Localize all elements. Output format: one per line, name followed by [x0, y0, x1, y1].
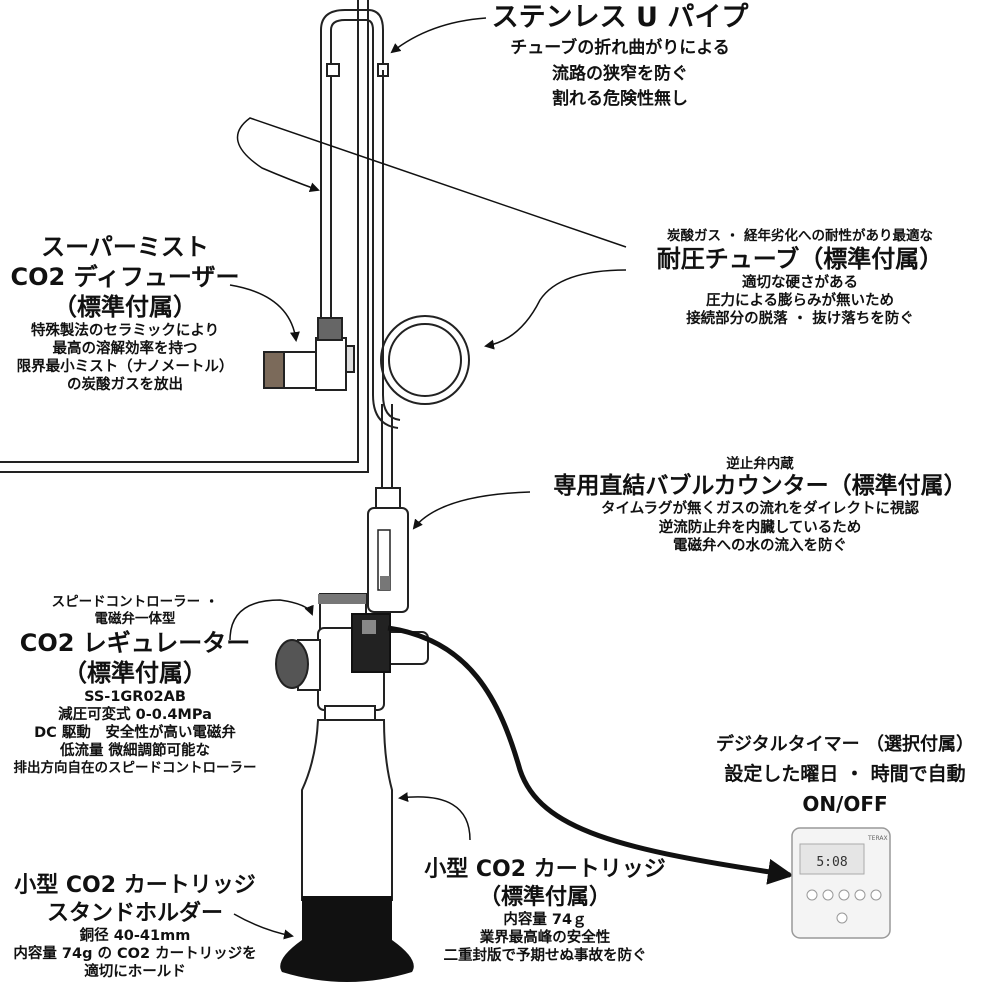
annotation-arrows — [229, 17, 627, 940]
holder-line-3: 適切にホールド — [84, 964, 186, 981]
regulator-line-3: DC 駆動 安全性が高い電磁弁 — [34, 725, 236, 741]
diffuser-line-3: 限界最小ミスト（ナノメートル） — [16, 359, 234, 376]
tube-line-1: 適切な硬さがある — [742, 274, 858, 291]
counter-annotation: 逆止弁内蔵 専用直結バブルカウンター（標準付属） タイムラグが無くガスの流れをダ… — [520, 456, 1000, 555]
regulator-note-1: スピードコントローラー ・ — [51, 594, 219, 610]
regulator-annotation: スピードコントローラー ・ 電磁弁一体型 CO2 レギュレーター （標準付属） … — [0, 594, 270, 777]
counter-note: 逆止弁内蔵 — [726, 456, 794, 472]
diffuser-title-2: CO2 ディフューザー — [10, 263, 240, 291]
cartridge-annotation: 小型 CO2 カートリッジ （標準付属） 内容量 74ｇ 業界最高峰の安全性 二… — [410, 856, 680, 965]
co2-cartridge — [301, 719, 393, 901]
u-pipe-line-1: チューブの折れ曲がりによる — [510, 38, 730, 59]
co2-regulator — [275, 593, 429, 721]
holder-line-1: 銅径 40-41mm — [79, 928, 191, 944]
counter-line-3: 電磁弁への水の流入を防ぐ — [673, 537, 847, 554]
timer-line-2: 設定した曜日 ・ 時間で自動 — [724, 762, 966, 785]
holder-line-2: 内容量 74g の CO2 カートリッジを — [13, 946, 257, 963]
diffuser-annotation: スーパーミスト CO2 ディフューザー （標準付属） 特殊製法のセラミックにより… — [0, 232, 250, 395]
cartridge-line-2: 業界最高峰の安全性 — [479, 930, 611, 947]
regulator-title-2: （標準付属） — [63, 658, 207, 687]
tube-annotation: 炭酸ガス ・ 経年劣化への耐性があり最適な 耐圧チューブ（標準付属） 適切な硬さ… — [600, 228, 1000, 328]
u-pipe-annotation: ステンレス U パイプ チューブの折れ曲がりによる 流路の狭窄を防ぐ 割れる危険… — [470, 2, 770, 110]
cartridge-title-1: 小型 CO2 カートリッジ — [424, 857, 666, 882]
cartridge-stand-holder — [280, 896, 414, 982]
timer-line-1: デジタルタイマー （選択付属） — [716, 734, 974, 755]
counter-title: 専用直結バブルカウンター（標準付属） — [553, 472, 967, 499]
pressure-resistant-tube — [372, 70, 470, 490]
diffuser-line-1: 特殊製法のセラミックにより — [30, 323, 220, 339]
cartridge-line-1: 内容量 74ｇ — [503, 912, 587, 928]
tube-line-3: 接続部分の脱落 ・ 抜け落ちを防ぐ — [686, 310, 914, 327]
tube-note: 炭酸ガス ・ 経年劣化への耐性があり最適な — [667, 228, 933, 244]
counter-line-1: タイムラグが無くガスの流れをダイレクトに視認 — [601, 501, 919, 518]
digital-timer-device: 5:08 TERAX — [791, 827, 891, 939]
holder-title-2: スタンドホルダー — [46, 900, 223, 926]
holder-annotation: 小型 CO2 カートリッジ スタンドホルダー 銅径 40-41mm 内容量 74… — [0, 872, 270, 981]
diffuser-line-4: の炭酸ガスを放出 — [67, 377, 183, 394]
holder-title-1: 小型 CO2 カートリッジ — [14, 873, 256, 898]
regulator-line-1: SS-1GR02AB — [84, 688, 186, 705]
counter-line-2: 逆流防止弁を内臓しているため — [658, 519, 862, 536]
timer-line-3: ON/OFF — [802, 792, 888, 817]
u-pipe-line-3: 割れる危険性無し — [552, 88, 688, 109]
bubble-counter — [367, 487, 409, 613]
tube-title: 耐圧チューブ（標準付属） — [656, 244, 944, 273]
regulator-note-2: 電磁弁一体型 — [94, 610, 176, 627]
regulator-line-2: 減圧可変式 0-0.4MPa — [58, 706, 212, 723]
diffuser-title-3: （標準付属） — [53, 293, 197, 321]
regulator-line-5: 排出方向自在のスピードコントローラー — [13, 760, 257, 777]
timer-display: 5:08 — [816, 855, 847, 870]
u-pipe-title: ステンレス U パイプ — [491, 2, 749, 33]
super-mist-diffuser — [263, 317, 355, 391]
u-pipe-line-2: 流路の狭窄を防ぐ — [552, 63, 688, 84]
solenoid-cable — [387, 625, 794, 885]
timer-annotation: デジタルタイマー （選択付属） 設定した曜日 ・ 時間で自動 ON/OFF — [690, 734, 1000, 817]
diffuser-line-2: 最高の溶解効率を持つ — [52, 341, 198, 358]
regulator-line-4: 低流量 微細調節可能な — [59, 743, 211, 760]
regulator-title-1: CO2 レギュレーター — [19, 628, 251, 657]
tube-line-2: 圧力による膨らみが無いため — [705, 292, 895, 309]
stainless-u-pipe — [320, 9, 389, 380]
diffuser-title-1: スーパーミスト — [41, 233, 209, 261]
cartridge-line-3: 二重封版で予期せぬ事故を防ぐ — [443, 948, 647, 965]
aquarium-tank-edge — [0, 0, 369, 473]
cartridge-title-2: （標準付属） — [478, 884, 611, 910]
timer-brand: TERAX — [867, 835, 888, 842]
